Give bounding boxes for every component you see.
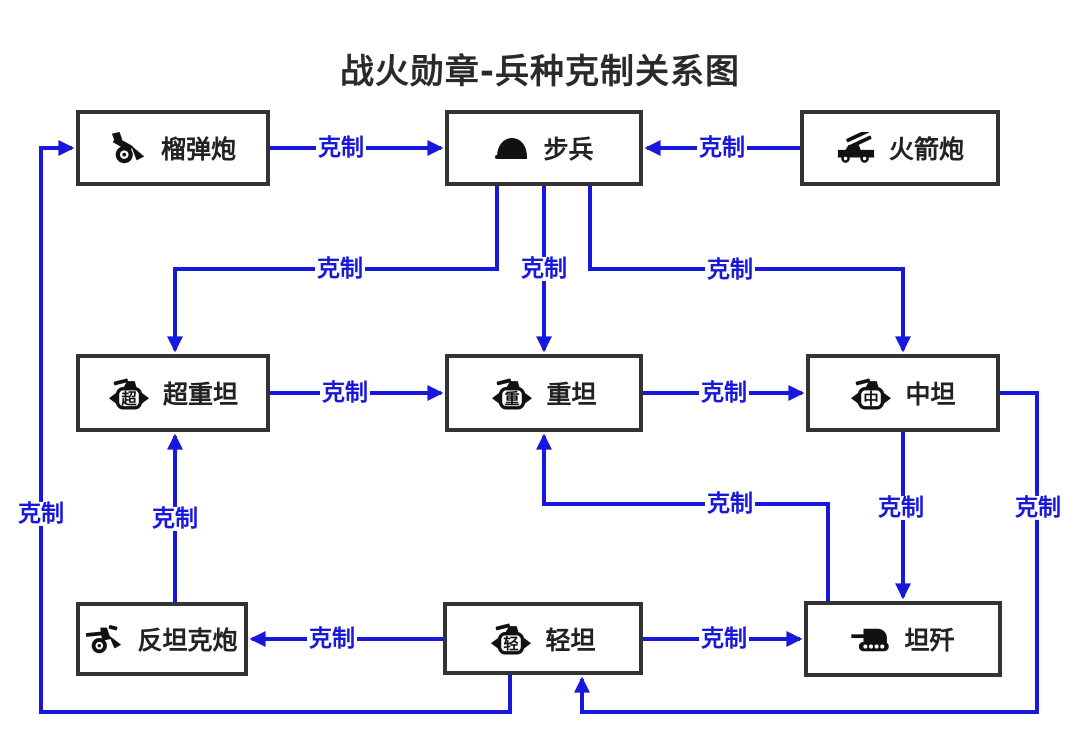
node-heavy: 重 重坦 [445, 354, 643, 432]
tank-icon: 超 [108, 376, 150, 411]
tank-destroyer-icon [851, 624, 891, 654]
edge-label-antitank-to-superheavy: 克制 [150, 505, 200, 532]
node-antitank: 反坦克炮 [76, 602, 248, 676]
tank-class-character: 中 [864, 390, 879, 408]
node-label: 坦歼 [904, 626, 955, 655]
node-label: 榴弹炮 [160, 135, 236, 164]
edge-label-medium-to-light: 克制 [1013, 494, 1063, 521]
edge-label-howitzer-to-infantry: 克制 [316, 134, 366, 161]
antitank-gun-icon [86, 623, 124, 655]
node-tankdestroyer: 坦歼 [804, 601, 1002, 677]
edge-label-light-to-tankdestroyer: 克制 [699, 625, 749, 652]
diagram-title: 战火勋章-兵种克制关系图 [339, 52, 741, 92]
node-label: 重坦 [546, 380, 597, 409]
edge-label-medium-to-tankdestroyer: 克制 [876, 494, 926, 521]
edge-label-heavy-to-medium: 克制 [699, 379, 749, 406]
node-label: 中坦 [905, 380, 956, 409]
tank-class-character: 重 [505, 390, 520, 408]
node-label: 步兵 [543, 135, 594, 164]
node-infantry: 步兵 [445, 110, 643, 186]
node-label: 反坦克炮 [137, 626, 238, 655]
tank-icon: 中 [850, 376, 892, 411]
edge-label-light-to-antitank: 克制 [307, 625, 357, 652]
edge-label-infantry-to-superheavy: 克制 [315, 255, 365, 282]
edge-label-infantry-to-heavy: 克制 [519, 255, 569, 282]
edge-label-light-to-howitzer: 克制 [16, 500, 66, 527]
node-label: 轻坦 [545, 625, 596, 655]
tank-icon: 轻 [490, 621, 532, 656]
edge-medium-to-light [574, 391, 1039, 714]
tank-class-character: 轻 [504, 635, 519, 653]
node-rocket: 火箭炮 [800, 110, 1000, 186]
edge-label-tankdestroyer-to-heavy: 克制 [705, 490, 755, 517]
tank-icon: 重 [491, 376, 533, 411]
edge-light-to-howitzer [39, 140, 512, 714]
node-medium: 中 中坦 [806, 354, 1000, 432]
edge-label-rocket-to-infantry: 克制 [697, 134, 747, 161]
tank-class-character: 超 [120, 390, 137, 408]
edge-label-infantry-to-medium: 克制 [705, 256, 755, 283]
node-superheavy: 超 超重坦 [76, 354, 270, 432]
helmet-icon [494, 133, 530, 163]
edge-tankdestroyer-to-heavy [536, 433, 830, 601]
node-label: 超重坦 [162, 380, 238, 409]
howitzer-icon [110, 131, 148, 165]
node-label: 火箭炮 [888, 135, 964, 164]
node-light: 轻 轻坦 [443, 602, 643, 675]
node-howitzer: 榴弹炮 [76, 110, 270, 186]
rocket-launcher-icon [836, 132, 876, 164]
edge-label-superheavy-to-heavy: 克制 [320, 379, 370, 406]
